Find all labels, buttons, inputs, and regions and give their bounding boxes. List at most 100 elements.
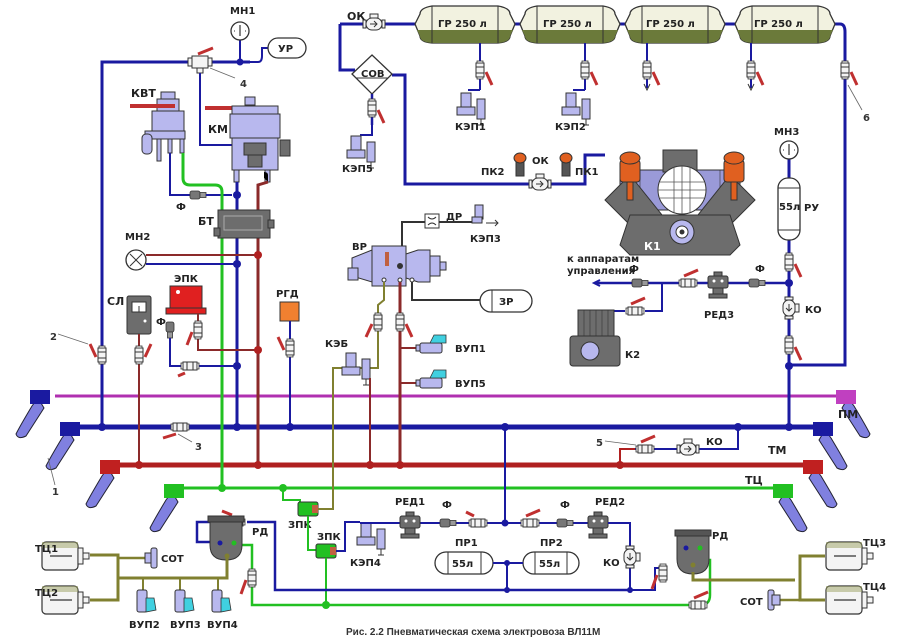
f-red2-label: Ф xyxy=(560,500,570,511)
tc1-label: ТЦ1 xyxy=(35,544,58,555)
valve-rgd[interactable] xyxy=(285,338,295,358)
ur-label: УР xyxy=(278,44,293,55)
ok-top-label: ОК xyxy=(347,10,365,23)
to-control-label-2: управления xyxy=(567,266,635,277)
rgd-label: РГД xyxy=(276,289,299,300)
check-valve-ko-pm[interactable] xyxy=(676,438,700,456)
check-valve-ko-right[interactable] xyxy=(782,296,800,320)
pr1-volume: 55л xyxy=(452,559,473,570)
valve-3[interactable] xyxy=(170,422,190,432)
valve-k2[interactable] xyxy=(625,306,645,316)
f-epk-label: Ф xyxy=(156,317,166,328)
vup3-valve xyxy=(174,589,195,613)
tank-1: ГР 250 л xyxy=(414,5,516,44)
epk-label: ЭПК xyxy=(174,274,199,285)
epk-valve xyxy=(165,285,207,315)
rd-right-label: РД xyxy=(712,531,728,542)
driver-brake-valve-km[interactable] xyxy=(205,96,291,183)
check-valve-ok-mid[interactable] xyxy=(528,173,552,191)
bottom-middle-group: ЗПК ЗПК КЭП4 РЕД1 Ф Ф РЕД2 КО xyxy=(195,488,712,610)
keb-device xyxy=(341,352,371,386)
tank-3: ГР 250 л xyxy=(624,5,726,44)
figure-caption: Рис. 2.2 Пневматическая схема электровоз… xyxy=(346,627,600,638)
vup5-valve xyxy=(415,369,447,389)
to-control-label-1: к аппаратам xyxy=(567,254,639,265)
kep4-device xyxy=(356,522,386,556)
left-middle-group: МН2 ЭПК Ф СЛ 2 xyxy=(50,232,300,465)
gauge-mn3 xyxy=(779,140,799,160)
end-cock-tc-left[interactable] xyxy=(149,484,184,533)
valve-epk-lower[interactable] xyxy=(180,361,200,371)
tank-1-label: ГР 250 л xyxy=(438,19,487,30)
end-cock-magenta-right[interactable] xyxy=(836,390,871,439)
valve-rd-right-side[interactable] xyxy=(658,563,668,583)
reducer-red3 xyxy=(707,271,729,299)
air-distributor-group: ДР КЭП3 ВР ЗР КЭБ xyxy=(325,204,533,488)
ko-pm-label: КО xyxy=(706,437,723,448)
valve-keb[interactable] xyxy=(373,312,383,332)
tank-4: ГР 250 л xyxy=(734,5,836,44)
vup2-valve xyxy=(136,589,157,613)
valve-handle[interactable] xyxy=(376,109,386,124)
drain-valve-2[interactable] xyxy=(580,60,590,80)
end-cock-pm-left[interactable] xyxy=(45,422,80,471)
sl-label: СЛ xyxy=(107,295,124,308)
moisture-separator-sov[interactable]: СОВ xyxy=(351,54,393,95)
tank-4-label: ГР 250 л xyxy=(754,19,803,30)
tank-3-label: ГР 250 л xyxy=(646,19,695,30)
valve-epk-upper[interactable] xyxy=(193,320,203,340)
equalizing-reservoir-ur: УР xyxy=(267,37,307,59)
valve-red1[interactable] xyxy=(468,518,488,528)
end-cock-tc-right[interactable] xyxy=(773,484,808,533)
end-cock-tm-right[interactable] xyxy=(803,460,838,509)
vup3-label: ВУП3 xyxy=(170,620,201,631)
valve-vr-tm[interactable] xyxy=(395,312,405,332)
gauge-mn2 xyxy=(125,249,147,271)
valve-rd-right-bottom[interactable] xyxy=(688,600,708,610)
auxiliary-brake-valve-kvt[interactable] xyxy=(130,91,186,162)
tc4-label: ТЦ4 xyxy=(863,582,886,593)
control-reservoir-group: МН3 55л РУ КО xyxy=(774,127,822,427)
compressor-k1-group: ПК2 ОК ПК1 xyxy=(481,149,756,256)
speedometer-sl xyxy=(126,295,152,335)
check-valve-ok-top[interactable] xyxy=(362,13,386,31)
callout-5: 5 xyxy=(596,438,603,449)
red2-label: РЕД2 xyxy=(595,497,625,508)
valve-4[interactable] xyxy=(187,55,213,74)
pressure-switch-rgd xyxy=(279,301,300,322)
valve-sl[interactable] xyxy=(134,345,144,365)
drain-valve-sov[interactable] xyxy=(367,98,377,118)
valve-2[interactable] xyxy=(97,345,107,365)
end-cock-tm-left[interactable] xyxy=(85,460,120,509)
valve-ko-right-lower[interactable] xyxy=(784,335,794,355)
vup4-valve xyxy=(211,589,232,613)
valve-red2[interactable] xyxy=(520,518,540,528)
valve-4-handle[interactable] xyxy=(197,46,214,56)
valve-6[interactable] xyxy=(840,60,850,80)
valve-red3[interactable] xyxy=(678,278,698,288)
dr-label: ДР xyxy=(446,212,462,223)
drain-valve-4[interactable] xyxy=(746,60,756,80)
pressure-relay-rd-right xyxy=(674,529,712,575)
vup2-label: ВУП2 xyxy=(129,620,160,631)
tank-2-label: ГР 250 л xyxy=(543,19,592,30)
end-cock-magenta-left[interactable] xyxy=(15,390,50,439)
kep1-device xyxy=(456,92,486,126)
check-valve-ko-bottom[interactable] xyxy=(623,545,641,569)
end-cock-pm-right[interactable] xyxy=(813,422,848,471)
valve-5[interactable] xyxy=(635,444,655,454)
valve-ru[interactable] xyxy=(784,252,794,272)
valve-rd-left-side[interactable] xyxy=(247,568,257,588)
double-check-valve-zpk-2 xyxy=(315,543,337,559)
vup1-label: ВУП1 xyxy=(455,344,486,355)
air-distributor-vr xyxy=(347,245,447,287)
train-lines xyxy=(55,394,840,490)
brake-block-bt xyxy=(213,209,275,239)
kvt-label: КВТ xyxy=(131,87,156,100)
red3-label: РЕД3 xyxy=(704,310,734,321)
safety-valve-pk2 xyxy=(513,152,527,177)
mn1-label: МН1 xyxy=(230,6,255,17)
kep2-device xyxy=(561,92,591,126)
drain-valve-1[interactable] xyxy=(475,60,485,80)
drain-valve-3[interactable] xyxy=(642,60,652,80)
